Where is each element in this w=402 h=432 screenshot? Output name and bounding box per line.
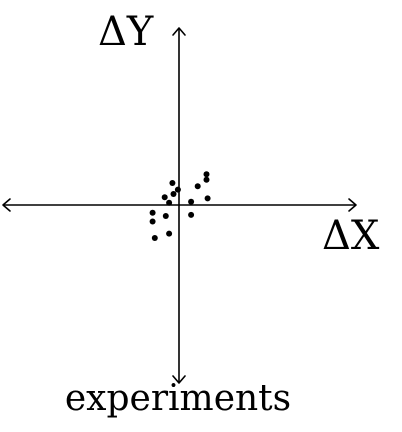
- data-point: [149, 218, 156, 225]
- y-axis-label: ΔY: [98, 9, 154, 55]
- experiments-caption: experiments: [65, 378, 291, 419]
- data-point: [161, 194, 168, 201]
- x-axis-arrow-left: [2, 198, 11, 212]
- data-point: [204, 195, 211, 202]
- data-point: [149, 209, 156, 216]
- data-point: [162, 213, 169, 219]
- data-point: [188, 211, 195, 218]
- data-point: [166, 230, 173, 237]
- y-axis-arrow-top: [172, 27, 186, 36]
- data-point: [174, 186, 181, 193]
- x-axis-arrow-right: [348, 198, 357, 212]
- data-point: [203, 176, 210, 183]
- data-point: [169, 180, 176, 186]
- data-point: [203, 171, 210, 178]
- data-point: [194, 183, 201, 190]
- data-point: [188, 198, 195, 205]
- data-point: [166, 199, 173, 206]
- y-axis: [172, 27, 186, 384]
- data-point: [170, 191, 177, 197]
- y-axis-arrow-bottom: [172, 375, 186, 384]
- data-points: [149, 171, 211, 241]
- data-point: [151, 235, 158, 241]
- x-axis-label: ΔX: [322, 213, 380, 259]
